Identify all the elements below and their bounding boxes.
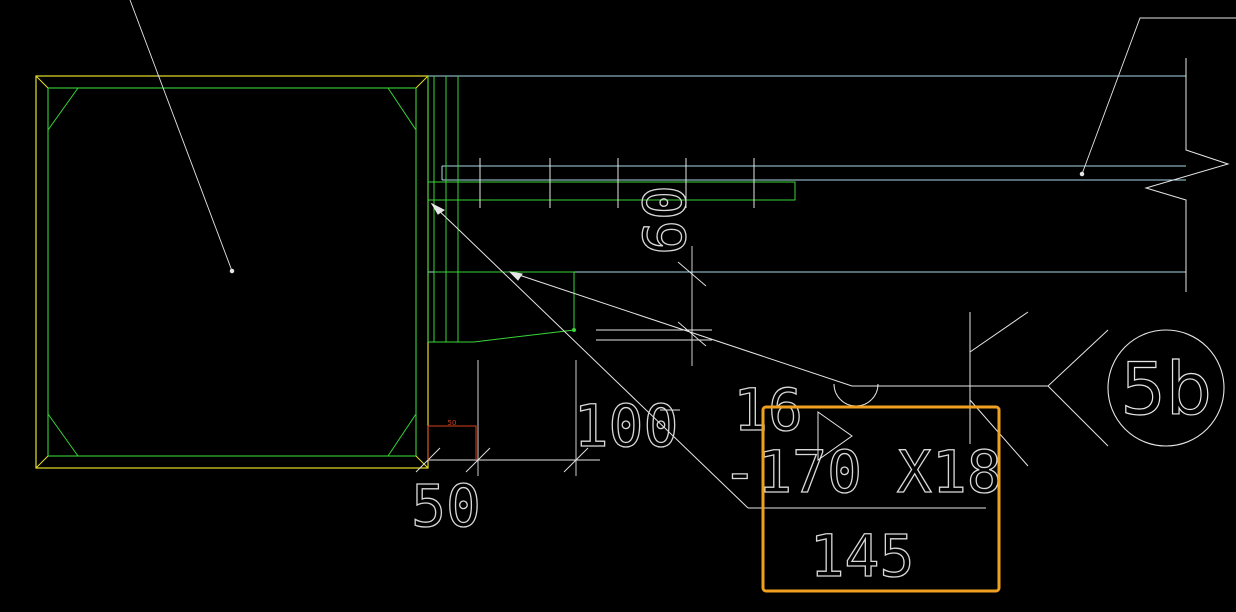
- column-fillet-tl: [47, 87, 79, 131]
- diagonal-leaders: [430, 202, 1048, 509]
- dimension-lines: [415, 246, 712, 476]
- column-corner-br: [415, 455, 429, 469]
- dim-top-gap: 60: [631, 185, 699, 255]
- shear-tab-plate: [427, 181, 796, 201]
- detail-tag-circle: [1107, 329, 1225, 447]
- column-corner-bl: [35, 455, 49, 469]
- column-corner-tr: [415, 75, 429, 89]
- dim-plate-width: 100: [574, 392, 679, 460]
- dim-left-offset: 50: [411, 472, 481, 540]
- dim-weld-size: 16: [733, 376, 803, 444]
- plate-spec-length: 145: [810, 522, 915, 590]
- red-plate: 50: [427, 419, 477, 460]
- detail-tag: 5b: [1107, 329, 1225, 447]
- column-corner-tl: [35, 75, 49, 89]
- red-plate-label: 50: [448, 419, 457, 427]
- highlight-box: [761, 405, 1001, 593]
- beam-leader: [1079, 17, 1236, 177]
- column-leader: [129, 0, 235, 274]
- detail-tag-label: 5b: [1120, 347, 1212, 431]
- plate-spec-text: -170 X18: [722, 438, 1001, 506]
- steel-beam: [428, 75, 1186, 273]
- column-fillet-tr: [387, 87, 417, 131]
- column-fillet-br: [387, 413, 417, 457]
- bolt-marks: [479, 158, 755, 208]
- column-fillet-bl: [47, 413, 79, 457]
- column-plate-inner: [47, 87, 417, 457]
- plate-spec-callout: -170 X18 145: [722, 411, 1002, 591]
